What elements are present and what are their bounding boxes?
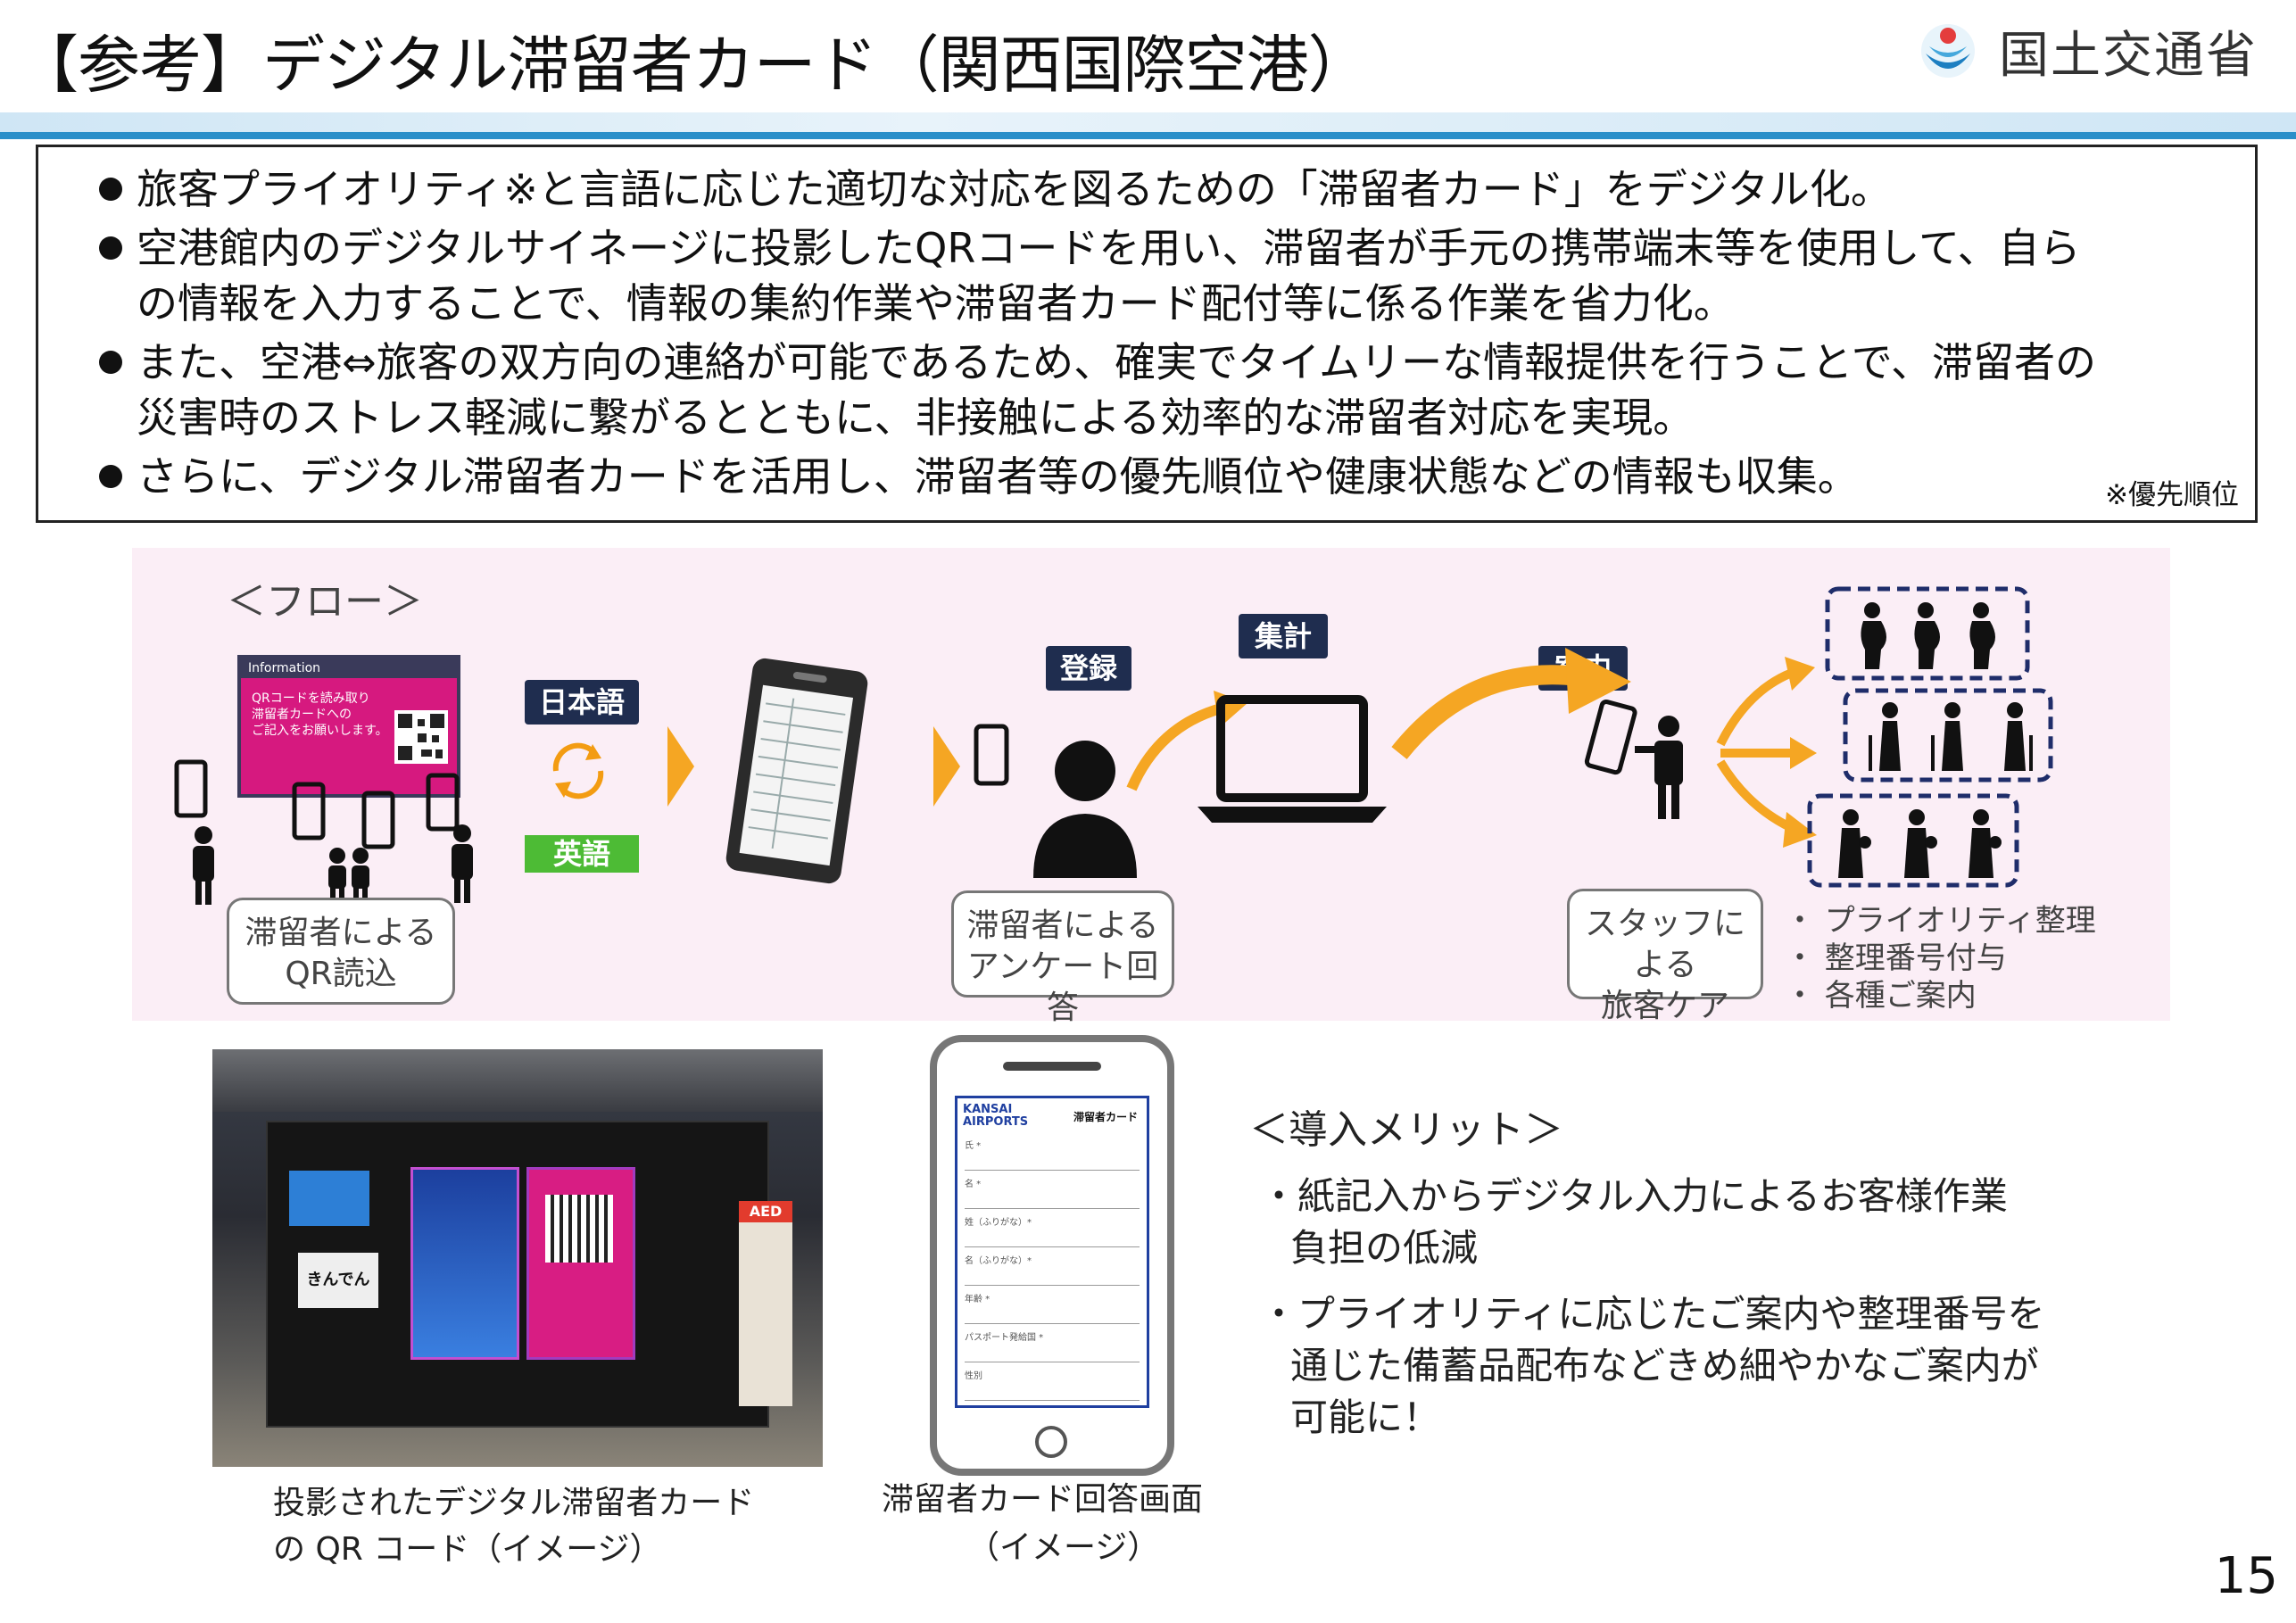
tablet-form-icon xyxy=(725,658,868,884)
form-field-input[interactable] xyxy=(965,1305,1140,1324)
bullet-icon xyxy=(99,178,122,201)
caption-survey-line: アンケート回答 xyxy=(966,948,1159,1026)
chevron-right-icon xyxy=(933,726,960,807)
form-field-label: 性別 xyxy=(965,1371,982,1381)
signage-screen: Information QRコードを読み取り 滞留者カードへの ご記入をお願いし… xyxy=(237,655,460,798)
summary-line: また、空港⇔旅客の双方向の連絡が可能であるため、確実でタイムリーな情報提供を行う… xyxy=(137,338,2096,386)
chevron-right-icon xyxy=(667,726,694,807)
caption-staff-line: スタッフによる xyxy=(1584,906,1745,983)
flow-panel: ＜フロー＞ Information QRコードを読み取り 滞留者カードへの ご記… xyxy=(132,548,2170,1026)
branch-arrows-icon xyxy=(1716,657,1817,848)
form-field-input[interactable] xyxy=(965,1344,1140,1362)
staff-item: ・ プライオリティ整理 xyxy=(1785,903,2096,939)
signage-text: ご記入をお願いします。 xyxy=(252,724,388,738)
form-field-label: 名 * xyxy=(965,1180,982,1189)
caption-qr-line: 滞留者による xyxy=(245,915,437,951)
summary-line: さらに、デジタル滞留者カードを活用し、滞留者等の優先順位や健康状態などの情報も収… xyxy=(137,452,1859,501)
form-title: 滞留者カード xyxy=(1073,1111,1139,1123)
kiosk-qr-screen xyxy=(526,1167,635,1360)
page-number: 15 xyxy=(2214,1547,2278,1605)
form-field-input[interactable] xyxy=(965,1267,1140,1286)
merit-line: 通じた備蓄品配布などきめ細やかなご案内が xyxy=(1290,1344,2039,1387)
brand-line: AIRPORTS xyxy=(963,1115,1029,1129)
brand-line: KANSAI xyxy=(963,1103,1013,1116)
qr-code-icon xyxy=(545,1195,613,1263)
page-title: 【参考】デジタル滞留者カード（関西国際空港） xyxy=(16,29,1371,102)
signage-header: Information xyxy=(241,658,457,678)
bullet-icon xyxy=(99,351,122,374)
caption-survey-box: 滞留者による アンケート回答 xyxy=(951,890,1174,1026)
signage-text: 滞留者カードへの xyxy=(252,708,352,722)
ceiling xyxy=(212,1049,823,1112)
staff-item: ・ 整理番号付与 xyxy=(1785,940,2007,976)
staff-item: ・ 各種ご案内 xyxy=(1785,978,1977,1014)
mlit-logo-icon xyxy=(1921,24,1975,78)
merit-line: ・紙記入からデジタル入力によるお客様作業 xyxy=(1260,1174,2008,1218)
staff-with-phone-icon xyxy=(1584,700,1683,819)
form-field-input[interactable] xyxy=(965,1152,1140,1171)
phone-mock: KANSAI AIRPORTS 滞留者カード 氏 * 名 * 姓（ふりがな）* … xyxy=(930,1035,1174,1476)
form-field-input[interactable] xyxy=(965,1229,1140,1247)
summary-line: 災害時のストレス軽減に繋がるとともに、非接触による効率的な滞留者対応を実現。 xyxy=(137,393,1695,442)
merit-heading: ＜導入メリット＞ xyxy=(1249,1107,1563,1153)
summary-note: ※優先順位 xyxy=(2105,479,2239,511)
bullet-icon xyxy=(99,465,122,488)
merit-line: 負担の低減 xyxy=(1290,1226,1479,1270)
caption-qr-box: 滞留者による QR読込 xyxy=(227,898,455,1005)
user-with-phone-icon xyxy=(974,724,1137,878)
summary-line: 空港館内のデジタルサイネージに投影したQRコードを用い、滞留者が手元の携帯端末等… xyxy=(137,224,2081,272)
caption-qr-line: QR読込 xyxy=(285,956,397,992)
phone-caption: 滞留者カード回答画面 xyxy=(882,1481,1204,1518)
merit-line: ・プライオリティに応じたご案内や整理番号を xyxy=(1260,1292,2045,1336)
aed-label: AED xyxy=(739,1201,792,1222)
caption-survey-line: 滞留者による xyxy=(966,907,1159,944)
form-field-label: 氏 * xyxy=(965,1141,982,1151)
phone-caption: （イメージ） xyxy=(967,1529,1160,1566)
form-field-label: 年齢 * xyxy=(965,1295,991,1304)
aed-stand: AED xyxy=(739,1201,792,1406)
form-field-input[interactable] xyxy=(965,1382,1140,1401)
form-field-label: 姓（ふりがな）* xyxy=(965,1218,1032,1228)
lang-ja-tag: 日本語 xyxy=(525,680,639,725)
qr-code-icon xyxy=(394,710,448,764)
kiosk-photo: きんでん AED xyxy=(212,1049,823,1467)
form-field-input[interactable] xyxy=(965,1190,1140,1209)
photo-caption: の QR コード（イメージ） xyxy=(273,1531,662,1568)
home-button[interactable] xyxy=(1035,1426,1067,1458)
travelers-with-phones-icon xyxy=(174,759,473,905)
sync-arrows-icon xyxy=(552,742,604,799)
kiosk-label: きんでん xyxy=(298,1253,378,1308)
title-band xyxy=(0,112,2296,132)
form-field-label: パスポート発給国 * xyxy=(965,1333,1044,1343)
merit-line: 可能に！ xyxy=(1290,1395,1441,1439)
summary-box: 旅客プライオリティ※と言語に応じた適切な対応を図るための「滞留者カード」をデジタ… xyxy=(36,145,2258,523)
ministry-name: 国土交通省 xyxy=(1999,27,2258,85)
kiosk-small-screen xyxy=(289,1171,369,1226)
lang-en-tag: 英語 xyxy=(525,835,639,873)
summary-line: 旅客プライオリティ※と言語に応じた適切な対応を図るための「滞留者カード」をデジタ… xyxy=(137,165,1892,213)
register-tag: 登録 xyxy=(1046,646,1131,691)
photo-caption: 投影されたデジタル滞留者カード xyxy=(273,1485,755,1521)
phone-speaker xyxy=(1003,1062,1101,1071)
laptop-icon xyxy=(1198,695,1387,823)
bullet-icon xyxy=(99,236,122,260)
kiosk-info-screen xyxy=(410,1167,519,1360)
caption-staff-line: 旅客ケア xyxy=(1600,988,1729,1024)
phone-screen: KANSAI AIRPORTS 滞留者カード 氏 * 名 * 姓（ふりがな）* … xyxy=(955,1096,1149,1408)
title-rule xyxy=(0,132,2296,139)
caption-staff-box: スタッフによる 旅客ケア xyxy=(1567,889,1763,1024)
summary-line: の情報を入力することで、情報の集約作業や滞留者カード配付等に係る作業を省力化。 xyxy=(137,279,1735,327)
aggregate-tag: 集計 xyxy=(1239,614,1328,658)
kansai-brand: KANSAI AIRPORTS xyxy=(963,1104,1028,1129)
signage-text: QRコードを読み取り xyxy=(252,691,370,706)
flow-heading: ＜フロー＞ xyxy=(227,579,423,625)
priority-groups-icon xyxy=(1807,586,2053,888)
form-field-label: 名（ふりがな）* xyxy=(965,1256,1032,1266)
